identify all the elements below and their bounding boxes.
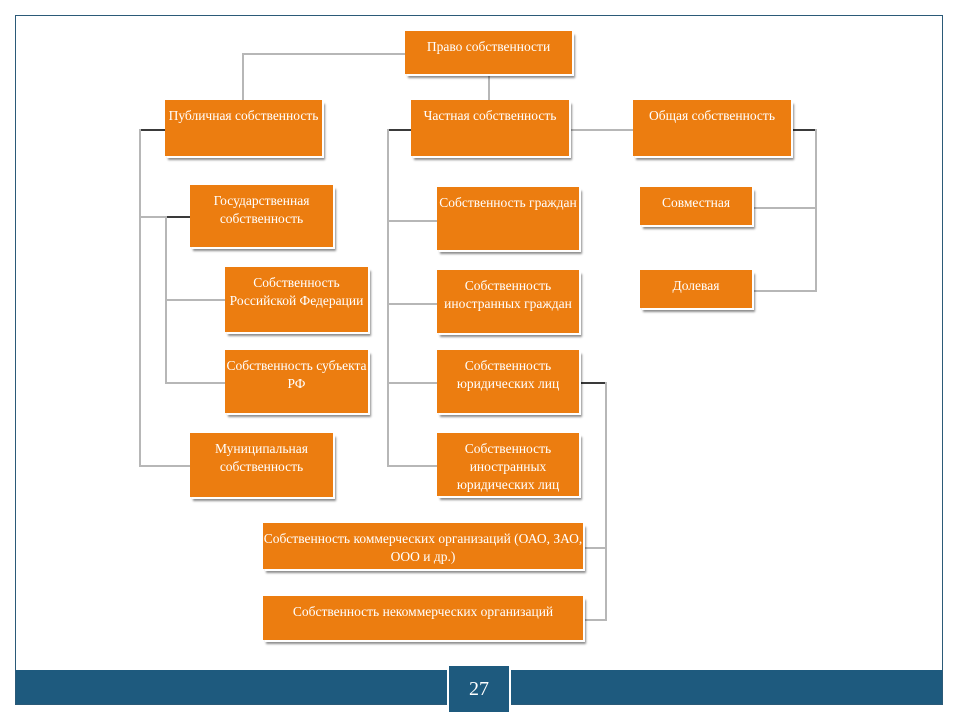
node-shared-property: Долевая bbox=[640, 270, 752, 308]
node-legal-entities-property: Собственность юридических лиц bbox=[437, 350, 579, 413]
node-common-property: Общая собственность bbox=[633, 100, 791, 156]
node-property-right: Право собственности bbox=[405, 31, 572, 74]
node-public-property: Публичная собственность bbox=[165, 100, 322, 156]
node-rf-property: Собственность Российской Федерации bbox=[225, 267, 368, 332]
node-noncommercial-orgs-property: Собственность некоммерческих организаций bbox=[263, 596, 583, 640]
page-number: 27 bbox=[447, 664, 511, 714]
node-citizens-property: Собственность граждан bbox=[437, 187, 579, 250]
node-private-property: Частная собственность bbox=[411, 100, 569, 156]
node-municipal-property: Муниципальная собственность bbox=[190, 433, 333, 497]
node-joint-property: Совместная bbox=[640, 187, 752, 225]
node-commercial-orgs-property: Собственность коммерческих организаций (… bbox=[263, 523, 583, 569]
node-subject-property: Собственность субъекта РФ bbox=[225, 350, 368, 413]
node-state-property: Государственная собственность bbox=[190, 185, 333, 247]
node-foreign-legal-entities-property: Собственность иностранных юридических ли… bbox=[437, 433, 579, 496]
node-foreign-citizens-property: Собственность иностранных граждан bbox=[437, 270, 579, 333]
